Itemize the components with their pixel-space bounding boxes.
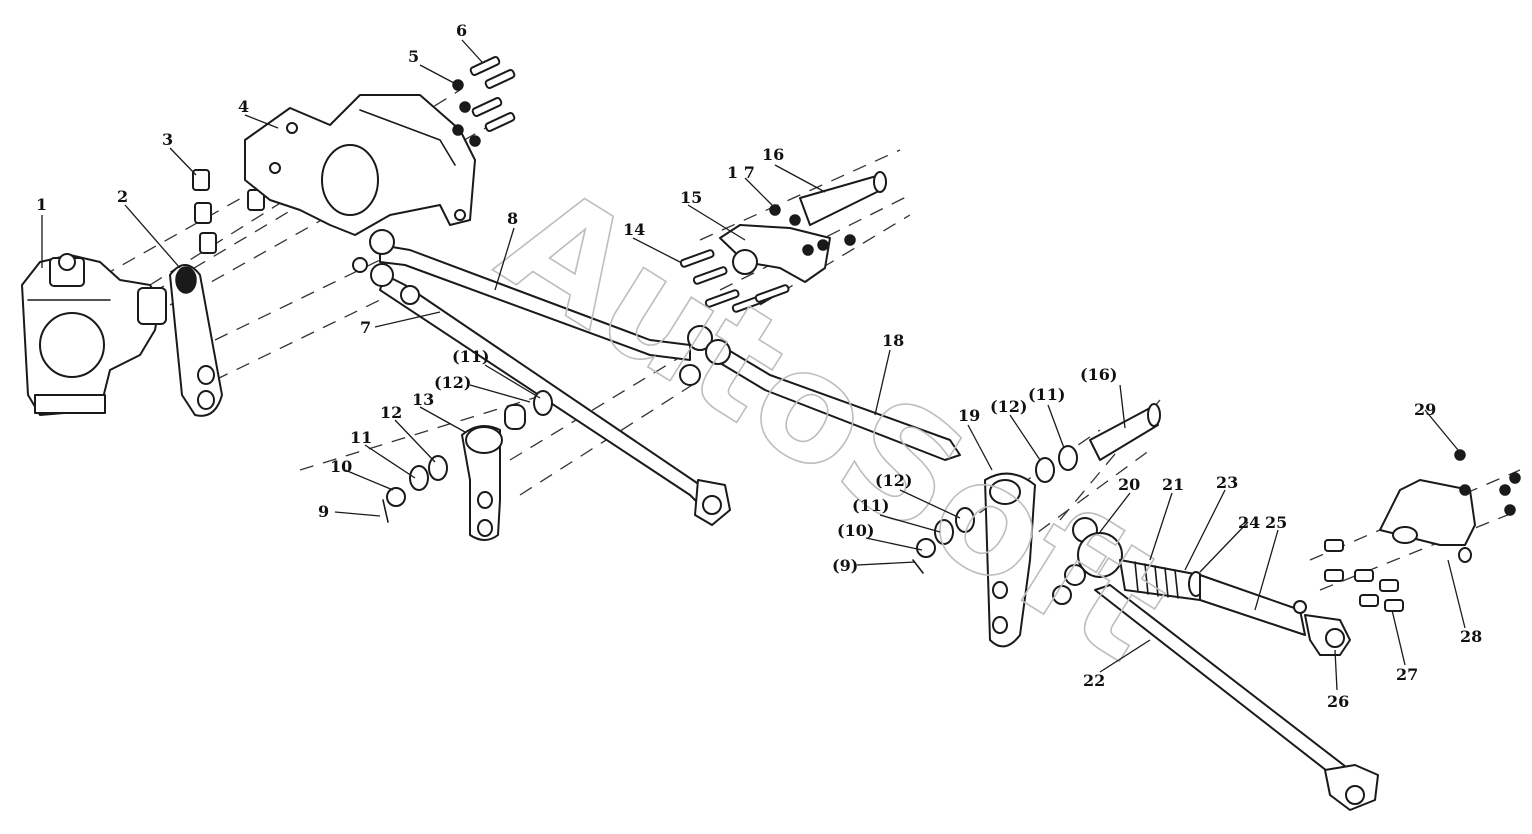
callout-12-paren: (12)	[434, 373, 471, 392]
callout-20: 20	[1118, 475, 1140, 494]
callout-23: 23	[1216, 473, 1238, 492]
pitman-arm	[169, 264, 223, 417]
callout-9: 9	[318, 502, 329, 521]
callout-9-paren: (9)	[832, 556, 858, 575]
callout-12-paren-right-upper: (12)	[990, 397, 1027, 416]
callout-24: 24	[1238, 513, 1260, 532]
callout-7: 7	[360, 318, 371, 337]
callout-14: 14	[623, 220, 645, 239]
power-cylinder-assembly	[1052, 517, 1379, 811]
tie-rod-middle	[679, 339, 961, 461]
callout-12: 12	[380, 403, 402, 422]
callout-2: 2	[117, 187, 128, 206]
bolts-3	[192, 169, 265, 254]
callout-10: 10	[330, 457, 352, 476]
callout-17: 1 7	[727, 163, 755, 182]
callout-21: 21	[1162, 475, 1184, 494]
callout-labels: 1 2 3 4 5 6 7 8 9 10 11 12 13 (12) (11) …	[36, 21, 1482, 711]
callout-22: 22	[1083, 671, 1105, 690]
callout-16: 16	[762, 145, 784, 164]
callout-11-paren: (11)	[452, 347, 489, 366]
callout-6: 6	[456, 21, 467, 40]
relay-rod	[370, 263, 731, 526]
right-bracket-assembly	[1324, 449, 1521, 612]
idler-arm	[382, 390, 553, 541]
callout-13: 13	[412, 390, 434, 409]
relay-bracket-assembly	[679, 171, 887, 313]
callout-4: 4	[238, 97, 249, 116]
callout-11: 11	[350, 428, 372, 447]
callout-10-paren: (10)	[837, 521, 874, 540]
callout-12-paren-right-lower: (12)	[875, 471, 912, 490]
callout-leaders	[41, 39, 1466, 691]
callout-25: 25	[1265, 513, 1287, 532]
callout-5: 5	[408, 47, 419, 66]
callout-29: 29	[1414, 400, 1436, 419]
cylinder-boot	[1134, 561, 1179, 599]
nuts-and-bolts-5-6	[452, 56, 516, 147]
callout-11-paren-right-lower: (11)	[852, 496, 889, 515]
callout-19: 19	[958, 406, 980, 425]
steering-gear-bracket	[244, 94, 476, 236]
callout-16-paren: (16)	[1080, 365, 1117, 384]
callout-1: 1	[36, 195, 47, 214]
callout-3: 3	[162, 130, 173, 149]
callout-27: 27	[1396, 665, 1418, 684]
steering-gear-box	[21, 253, 167, 416]
callout-11-paren-right-upper: (11)	[1028, 385, 1065, 404]
right-idler-arm	[912, 403, 1161, 648]
callout-8: 8	[507, 209, 518, 228]
drag-link-rod	[352, 229, 713, 361]
callout-26: 26	[1327, 692, 1349, 711]
callout-15: 15	[680, 188, 702, 207]
callout-28: 28	[1460, 627, 1482, 646]
callout-18: 18	[882, 331, 904, 350]
